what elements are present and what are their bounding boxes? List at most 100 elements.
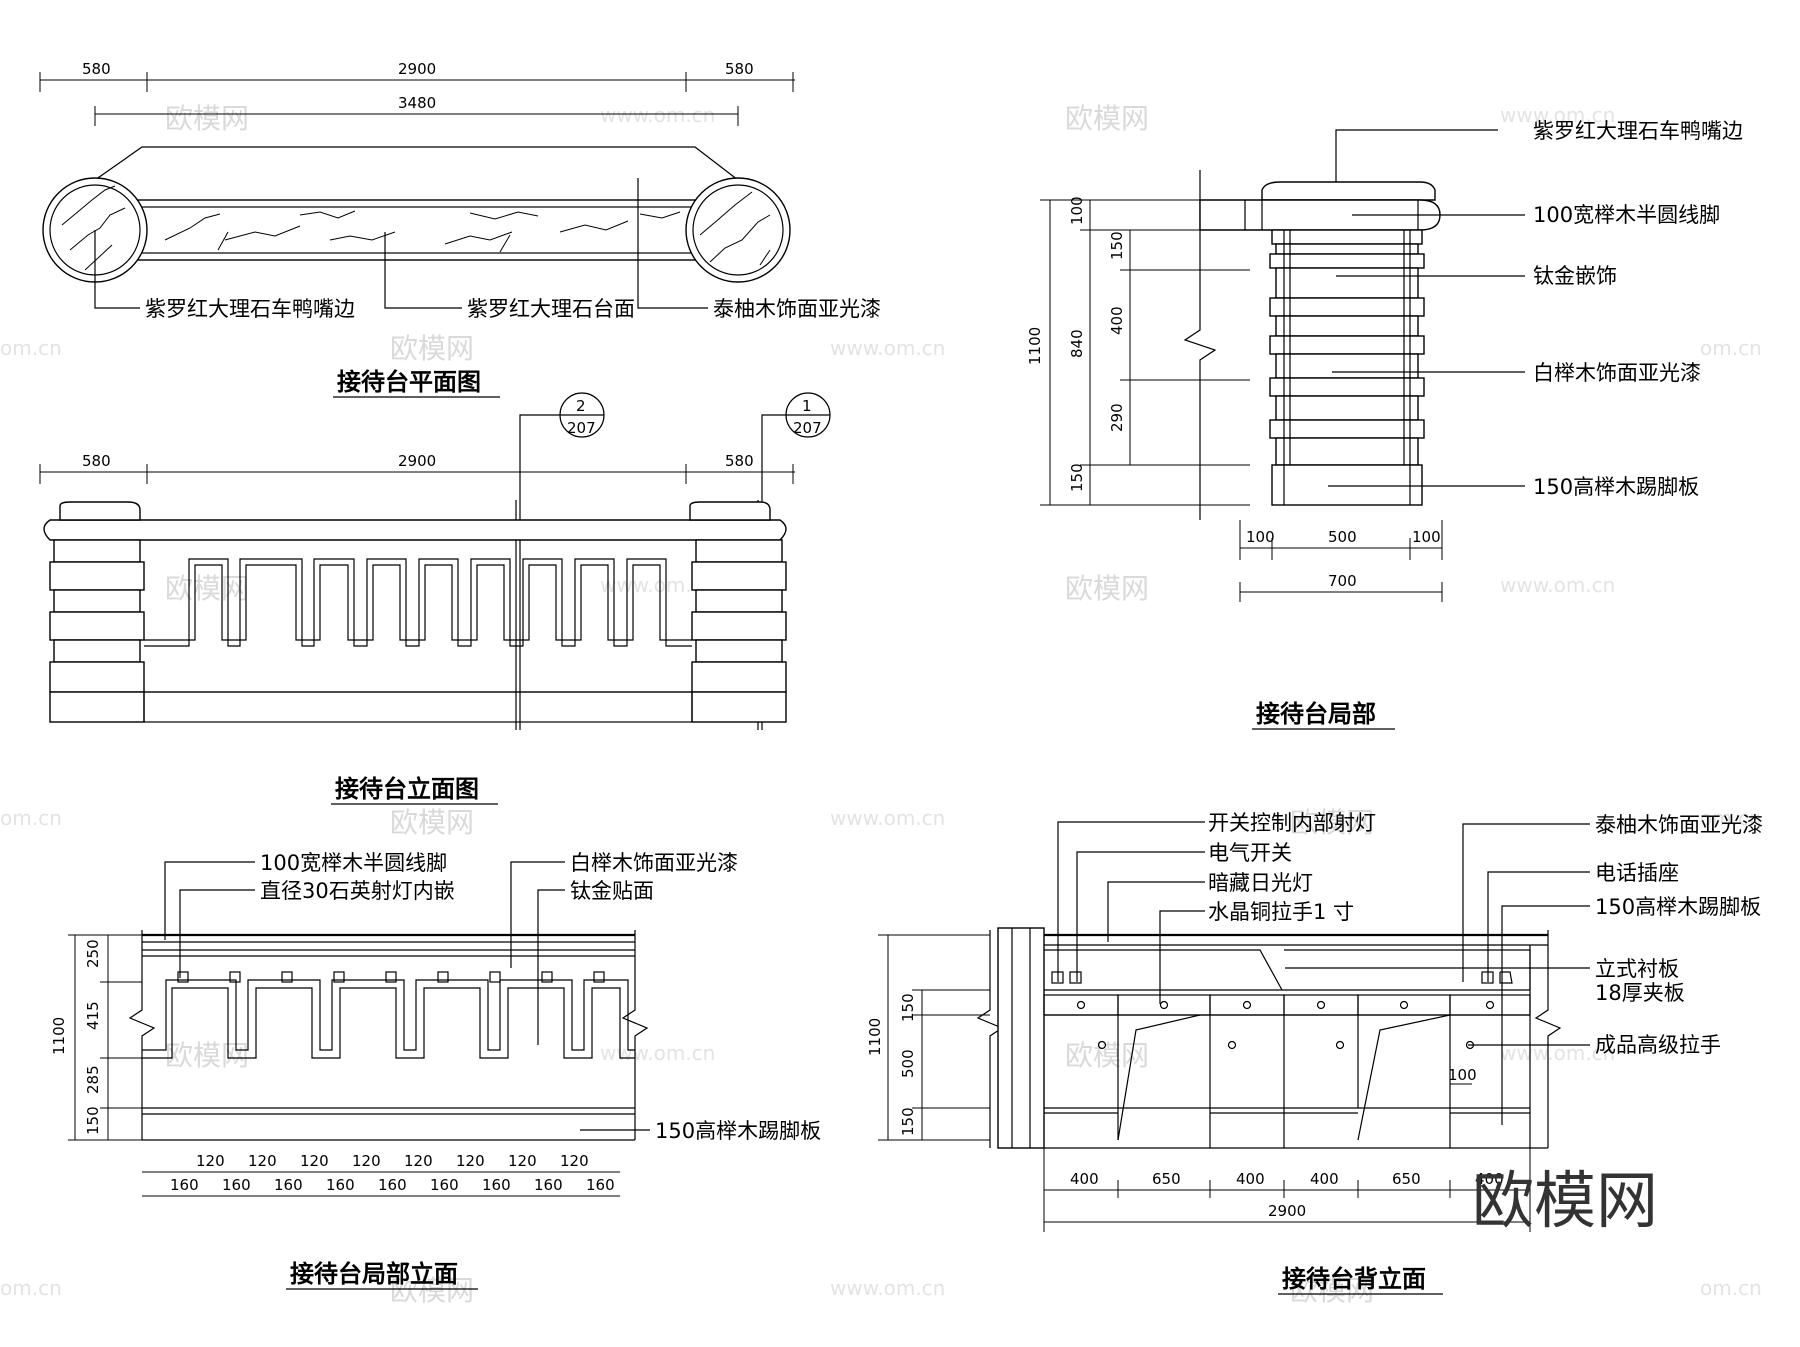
watermark-url: om.cn — [1700, 336, 1762, 360]
dimension-text: 1100 — [866, 1018, 884, 1056]
drawer-handle-icon — [1316, 1000, 1326, 1010]
section-detail: 1100 840 100 150 400 290 150 — [1026, 119, 1743, 730]
phone-socket-icon — [1499, 971, 1513, 984]
partial-label-beech-molding: 100宽榉木半圆线脚 — [260, 851, 447, 875]
dimension-text: 160 — [378, 1176, 407, 1194]
dimension-text: 150 — [899, 1107, 917, 1136]
watermark-url: om.cn — [0, 336, 62, 360]
dimension-text: 400 — [1108, 306, 1126, 335]
callout-number: 1 — [802, 397, 812, 415]
spotlight-icon — [489, 971, 501, 983]
door-handle-icon — [1335, 1040, 1345, 1050]
post-cap — [689, 501, 771, 521]
dimension-text: 160 — [586, 1176, 615, 1194]
watermark-url: www.om.cn — [1500, 573, 1615, 597]
watermark-brand: 欧模网 — [165, 102, 249, 135]
section-column — [1269, 229, 1425, 506]
callout-number: 2 — [576, 397, 586, 415]
watermark-url: om.cn — [1700, 1276, 1762, 1300]
front-elevation: 580 2900 580 2 207 1 207 — [39, 392, 831, 805]
dimension-text: 100 — [1068, 196, 1086, 225]
plan-dimensions: 580 2900 580 3480 — [39, 60, 795, 126]
watermark-layer: 欧模网 www.om.cn 欧模网 www.om.cn om.cn 欧模网 ww… — [0, 102, 1762, 1307]
electrical-switch-icon — [1069, 971, 1082, 984]
drawer-handle-icon — [1242, 1000, 1252, 1010]
callout-sheet: 207 — [793, 419, 822, 437]
electrical-switch-icon — [1051, 971, 1064, 984]
partial-label-beech-veneer: 白榉木饰面亚光漆 — [570, 851, 738, 875]
plan-label-marble-edge: 紫罗红大理石车鸭嘴边 — [145, 297, 355, 321]
dimension-text: 2900 — [1268, 1202, 1306, 1220]
dimension-text: 160 — [430, 1176, 459, 1194]
partial-elevation: 100宽榉木半圆线脚 直径30石英射灯内嵌 白榉木饰面亚光漆 钛金贴面 — [50, 851, 821, 1290]
dimension-text: 120 — [196, 1152, 225, 1170]
dimension-text: 120 — [560, 1152, 589, 1170]
section-dimensions-left: 1100 840 100 150 400 290 150 — [1026, 196, 1250, 506]
dimension-text: 290 — [1108, 403, 1126, 432]
drawer-handle-icon — [1485, 1000, 1495, 1010]
watermark-url: www.om.cn — [1500, 103, 1615, 127]
section-title: 接待台局部 — [1256, 700, 1376, 728]
dimension-text: 2900 — [398, 60, 436, 78]
plan-title: 接待台平面图 — [337, 368, 481, 396]
section-label-beech-molding: 100宽榉木半圆线脚 — [1533, 203, 1720, 227]
spotlight-icon — [437, 971, 449, 983]
dimension-text: 120 — [352, 1152, 381, 1170]
post-cap — [59, 501, 141, 521]
watermark-brand: 欧模网 — [1065, 102, 1149, 135]
watermark-url: www.om.cn — [830, 806, 945, 830]
dimension-text: 100 — [1448, 1066, 1477, 1084]
watermark-brand: 欧模网 — [1290, 1274, 1374, 1307]
spotlight-icon — [177, 971, 189, 983]
dimension-text: 1100 — [1026, 327, 1044, 365]
section-cap — [1261, 181, 1436, 201]
watermark-brand: 欧模网 — [1065, 572, 1149, 605]
right-post — [691, 539, 787, 723]
back-label-hidden-light: 暗藏日光灯 — [1208, 871, 1313, 895]
dimension-text: 120 — [508, 1152, 537, 1170]
dimension-text: 250 — [84, 939, 102, 968]
back-dimensions-left: 1100 150 500 150 — [866, 934, 990, 1141]
plan-label-teak-veneer: 泰柚木饰面亚光漆 — [713, 297, 881, 321]
marble-veins — [61, 185, 771, 271]
dimension-text: 150 — [84, 1106, 102, 1135]
back-elevation: 开关控制内部射灯 电气开关 暗藏日光灯 水晶铜拉手1 寸 泰柚木饰面亚光漆 电话… — [866, 811, 1763, 1295]
left-post — [49, 539, 145, 723]
watermark-url: om.cn — [1700, 806, 1762, 830]
dimension-text: 160 — [482, 1176, 511, 1194]
watermark-brand: 欧模网 — [1065, 1039, 1149, 1072]
dimension-text: 500 — [899, 1049, 917, 1078]
watermark-url: om.cn — [0, 806, 62, 830]
dimension-text: 580 — [725, 452, 754, 470]
dimension-text: 650 — [1392, 1170, 1421, 1188]
section-dimensions-bottom: 100 500 100 700 — [1239, 520, 1443, 602]
dimension-text: 160 — [222, 1176, 251, 1194]
back-elevation-title: 接待台背立面 — [1282, 1265, 1426, 1293]
partial-elevation-title: 接待台局部立面 — [290, 1260, 458, 1288]
back-side-post — [997, 927, 1045, 1149]
dimension-text: 160 — [326, 1176, 355, 1194]
dimension-text: 580 — [82, 60, 111, 78]
brand-logo: 欧模网 — [1472, 1164, 1658, 1237]
dimension-text: 150 — [1108, 231, 1126, 260]
watermark-brand: 欧模网 — [390, 332, 474, 365]
dimension-text: 120 — [456, 1152, 485, 1170]
marble-end-disc — [685, 177, 791, 283]
plan-view: 580 2900 580 3480 — [39, 60, 881, 398]
dimension-text: 100 — [1412, 528, 1441, 546]
dimension-text: 580 — [725, 60, 754, 78]
back-label-kick-plate: 150高榉木踢脚板 — [1595, 895, 1761, 919]
partial-fret-pattern — [142, 987, 635, 1059]
watermark-brand: 欧模网 — [390, 806, 474, 839]
section-label-beech-veneer: 白榉木饰面亚光漆 — [1533, 361, 1701, 385]
spotlight-icon — [229, 971, 241, 983]
partial-dimensions-bottom: 120 120 120 120 120 120 120 120 160 160 … — [142, 1152, 620, 1197]
watermark-url: www.om.cn — [830, 1276, 945, 1300]
dimension-text: 400 — [1236, 1170, 1265, 1188]
plan-label-marble-top: 紫罗红大理石台面 — [467, 297, 635, 321]
door-handle-icon — [1097, 1040, 1107, 1050]
dimension-text: 3480 — [398, 94, 436, 112]
dimension-text: 160 — [170, 1176, 199, 1194]
dimension-text: 700 — [1328, 572, 1357, 590]
